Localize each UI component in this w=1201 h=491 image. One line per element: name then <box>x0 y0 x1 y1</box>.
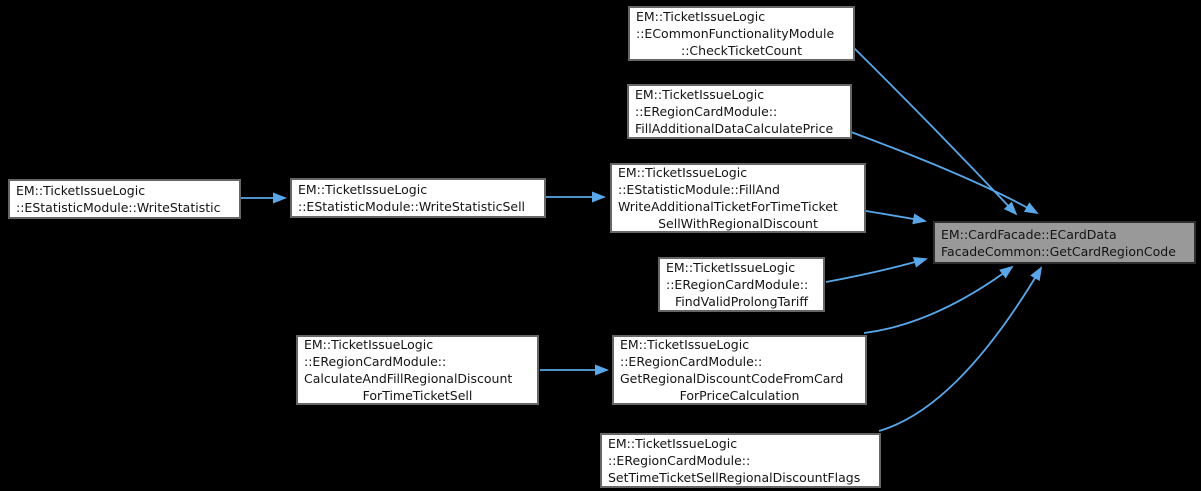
node-label-line: FacadeCommon::GetCardRegionCode <box>941 243 1176 259</box>
node-label-line: EM::TicketIssueLogic <box>635 87 765 102</box>
node-label-line: ::EStatisticModule::FillAnd <box>618 182 780 197</box>
edge-get-regional-discount-code-from-card-to-get-card-region-code <box>863 265 1014 334</box>
node-label-line: EM::TicketIssueLogic <box>608 436 738 451</box>
node-label-line: ForPriceCalculation <box>679 388 800 403</box>
edge-find-valid-prolong-tariff-to-get-card-region-code <box>825 256 928 283</box>
node-label-line: ::ERegionCardModule:: <box>608 453 751 468</box>
node-write-statistic-sell[interactable]: EM::TicketIssueLogic::EStatisticModule::… <box>290 178 546 218</box>
node-label-line: ::ERegionCardModule:: <box>635 104 778 119</box>
node-label-line: EM::TicketIssueLogic <box>666 260 796 275</box>
node-label-line: EM::TicketIssueLogic <box>618 165 748 180</box>
node-label-line: EM::TicketIssueLogic <box>620 337 750 352</box>
node-label-line: ::EStatisticModule::WriteStatistic <box>16 200 221 215</box>
node-label-line: EM::CardFacade::ECardData <box>941 226 1117 242</box>
node-label-line: ::ERegionCardModule:: <box>666 277 809 292</box>
node-set-time-ticket-sell-regional-discount-flags[interactable]: EM::TicketIssueLogic::ERegionCardModule:… <box>600 433 881 488</box>
node-label-line: EM::TicketIssueLogic <box>304 337 434 352</box>
node-label-line: ::ECommonFunctionalityModule <box>636 26 835 41</box>
node-label-line: FindValidProlongTariff <box>675 294 808 309</box>
node-fill-additional-data-calculate-price[interactable]: EM::TicketIssueLogic::ERegionCardModule:… <box>627 84 852 139</box>
node-label-line: ForTimeTicketSell <box>362 388 473 403</box>
node-label-line: EM::TicketIssueLogic <box>636 9 766 24</box>
edge-set-time-ticket-sell-regional-discount-flags-to-get-card-region-code <box>878 266 1043 432</box>
node-label-line: FillAdditionalDataCalculatePrice <box>635 121 834 136</box>
node-label-line: WriteAdditionalTicketForTimeTicket <box>618 199 838 214</box>
node-label-line: ::EStatisticModule::WriteStatisticSell <box>298 199 526 214</box>
node-write-statistic[interactable]: EM::TicketIssueLogic::EStatisticModule::… <box>8 179 241 219</box>
node-label-line: SetTimeTicketSellRegionalDiscountFlags <box>608 470 861 485</box>
node-label-line: ::ERegionCardModule:: <box>304 354 447 369</box>
edge-fill-and-write-additional-ticket-to-get-card-region-code <box>865 210 927 225</box>
node-fill-and-write-additional-ticket[interactable]: EM::TicketIssueLogic::EStatisticModule::… <box>610 163 866 233</box>
node-get-regional-discount-code-from-card[interactable]: EM::TicketIssueLogic::ERegionCardModule:… <box>612 335 867 405</box>
node-check-ticket-count[interactable]: EM::TicketIssueLogic::ECommonFunctionali… <box>628 6 855 61</box>
node-label-line: GetRegionalDiscountCodeFromCard <box>620 371 844 386</box>
edge-fill-additional-data-calculate-price-to-get-card-region-code <box>850 131 1039 214</box>
node-label-line: ::CheckTicketCount <box>681 43 802 58</box>
node-label-line: EM::TicketIssueLogic <box>16 183 146 198</box>
node-find-valid-prolong-tariff[interactable]: EM::TicketIssueLogic::ERegionCardModule:… <box>658 257 825 312</box>
node-label-line: CalculateAndFillRegionalDiscount <box>304 371 513 386</box>
node-calculate-and-fill-regional-discount[interactable]: EM::TicketIssueLogic::ERegionCardModule:… <box>296 335 539 405</box>
node-label-line: SellWithRegionalDiscount <box>658 216 818 231</box>
node-label-line: ::ERegionCardModule:: <box>620 354 763 369</box>
node-label-line: EM::TicketIssueLogic <box>298 182 428 197</box>
